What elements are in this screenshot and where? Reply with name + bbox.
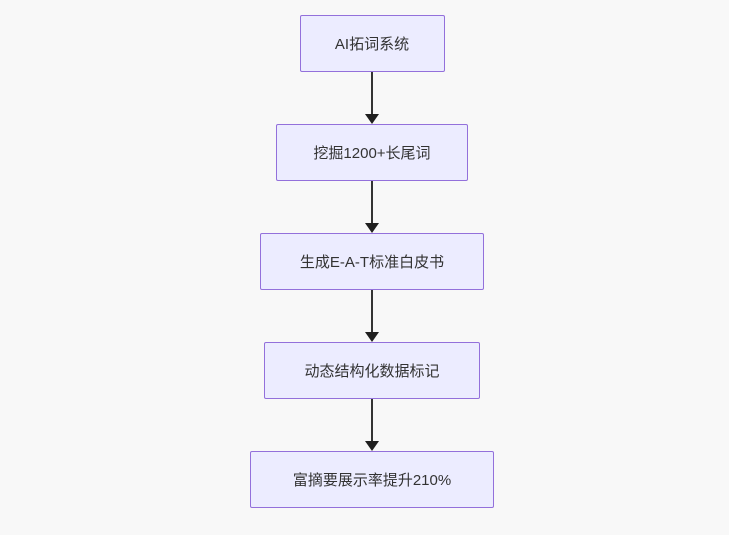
flow-node-label: AI拓词系统 <box>334 36 410 53</box>
flow-node-eat-whitepaper: 生成E-A-T标准白皮书 <box>260 233 484 290</box>
flow-node-longtail-mining: 挖掘1200+长尾词 <box>276 124 468 181</box>
flow-arrow-4 <box>365 399 379 451</box>
arrow-shaft <box>371 290 373 332</box>
flow-node-rich-snippet-uplift: 富摘要展示率提升210% <box>250 451 494 508</box>
flow-node-label: 挖掘1200+长尾词 <box>313 145 431 162</box>
flow-arrow-3 <box>365 290 379 342</box>
flow-node-label: 生成E-A-T标准白皮书 <box>299 254 445 271</box>
arrow-down-icon <box>365 332 379 342</box>
flow-arrow-1 <box>365 72 379 124</box>
flowchart-column: AI拓词系统 挖掘1200+长尾词 生成E-A-T标准白皮书 动态结构化数据标记 <box>250 15 494 508</box>
flow-arrow-2 <box>365 181 379 233</box>
flow-node-ai-word-expansion: AI拓词系统 <box>299 15 445 72</box>
flow-node-label: 富摘要展示率提升210% <box>292 472 452 489</box>
arrow-down-icon <box>365 441 379 451</box>
arrow-shaft <box>371 399 373 441</box>
arrow-shaft <box>371 72 373 114</box>
arrow-shaft <box>371 181 373 223</box>
arrow-down-icon <box>365 223 379 233</box>
flow-node-structured-data-markup: 动态结构化数据标记 <box>264 342 480 399</box>
arrow-down-icon <box>365 114 379 124</box>
flow-node-label: 动态结构化数据标记 <box>304 363 440 380</box>
